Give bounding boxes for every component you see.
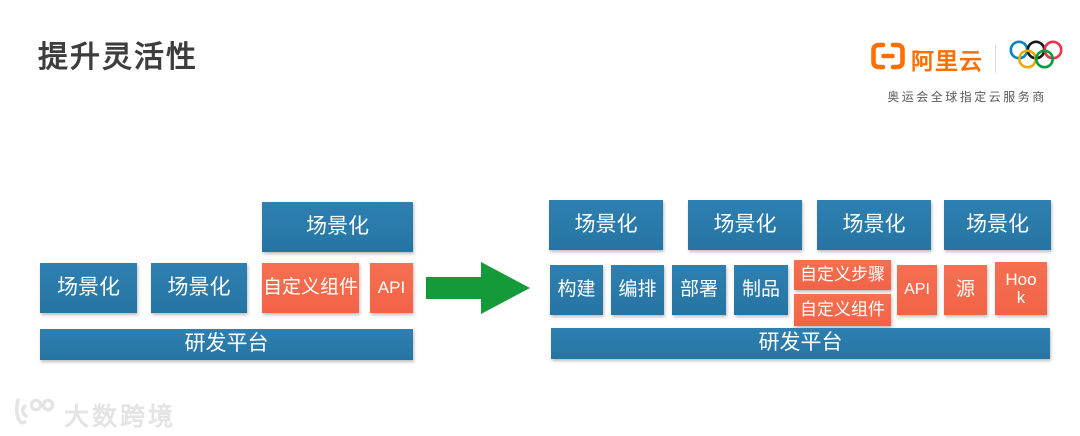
page-title: 提升灵活性 xyxy=(38,41,198,74)
brand-block: 阿里云 奥运会全球指定云服务商 xyxy=(870,38,1064,105)
left-box-scenario-1: 场景化 xyxy=(40,263,137,313)
right-box-scenario-4: 场景化 xyxy=(944,200,1051,250)
right-box-source: 源 xyxy=(944,265,987,315)
watermark: 大数跨境 xyxy=(12,396,176,433)
right-box-orchestrate: 编排 xyxy=(611,265,664,315)
right-box-deploy: 部署 xyxy=(672,265,726,315)
watermark-logo-icon xyxy=(12,396,64,433)
right-arrow-icon xyxy=(424,260,534,321)
right-box-custom-step: 自定义步骤 xyxy=(794,260,891,290)
brand-name: 阿里云 xyxy=(911,47,983,74)
left-box-scenario-top: 场景化 xyxy=(262,202,413,252)
left-box-custom-component: 自定义组件 xyxy=(262,263,359,313)
left-box-api: API xyxy=(370,263,413,313)
olympic-rings-icon xyxy=(1008,38,1064,79)
right-platform-bar: 研发平台 xyxy=(551,328,1050,359)
brand-subtitle: 奥运会全球指定云服务商 xyxy=(887,90,1047,104)
right-box-artifact: 制品 xyxy=(734,265,788,315)
left-box-scenario-2: 场景化 xyxy=(151,263,247,313)
right-box-scenario-2: 场景化 xyxy=(688,200,802,250)
brand-row: 阿里云 xyxy=(870,38,1064,79)
left-platform-bar: 研发平台 xyxy=(40,329,413,360)
right-box-build: 构建 xyxy=(550,265,603,315)
right-box-scenario-1: 场景化 xyxy=(549,200,663,250)
watermark-text: 大数跨境 xyxy=(64,402,177,431)
right-box-custom-component: 自定义组件 xyxy=(794,294,891,326)
alibaba-cloud-bracket-icon xyxy=(870,42,906,75)
right-box-scenario-3: 场景化 xyxy=(817,200,931,250)
right-box-api: API xyxy=(897,265,937,315)
brand-divider xyxy=(995,44,996,73)
right-box-hook: Hook xyxy=(995,262,1047,315)
